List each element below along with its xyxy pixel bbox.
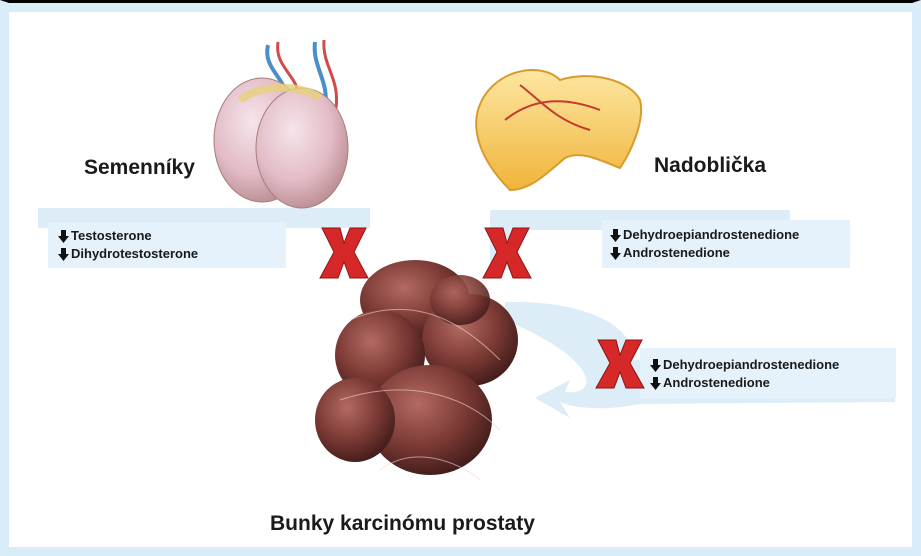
adrenal-illustration xyxy=(476,70,641,190)
down-arrow-icon xyxy=(610,229,621,242)
right-hormone-list: Dehydroepiandrostenedione Androstenedion… xyxy=(610,226,799,262)
red-x-icon xyxy=(320,228,368,278)
bottom-hormone-item: Androstenedione xyxy=(650,374,839,392)
left-hormone-text: Testosterone xyxy=(71,227,152,245)
testes-label: Semenníky xyxy=(84,156,195,180)
tumor-illustration xyxy=(315,260,518,480)
tumor-label: Bunky karcinómu prostaty xyxy=(270,512,535,536)
right-hormone-text: Androstenedione xyxy=(623,244,730,262)
bottom-hormone-text: Dehydroepiandrostenedione xyxy=(663,356,839,374)
down-arrow-icon xyxy=(650,377,661,390)
left-hormone-text: Dihydrotestosterone xyxy=(71,245,198,263)
right-hormone-item: Dehydroepiandrostenedione xyxy=(610,226,799,244)
bottom-hormone-text: Androstenedione xyxy=(663,374,770,392)
right-hormone-text: Dehydroepiandrostenedione xyxy=(623,226,799,244)
bottom-hormone-item: Dehydroepiandrostenedione xyxy=(650,356,839,374)
left-hormone-item: Testosterone xyxy=(58,227,198,245)
down-arrow-icon xyxy=(58,248,69,261)
adrenal-label: Nadoblička xyxy=(654,154,766,178)
down-arrow-icon xyxy=(610,247,621,260)
down-arrow-icon xyxy=(58,230,69,243)
bottom-hormone-list: Dehydroepiandrostenedione Androstenedion… xyxy=(650,356,839,392)
testes-illustration xyxy=(214,40,348,208)
right-hormone-item: Androstenedione xyxy=(610,244,799,262)
left-hormone-list: Testosterone Dihydrotestosterone xyxy=(58,227,198,263)
left-hormone-item: Dihydrotestosterone xyxy=(58,245,198,263)
down-arrow-icon xyxy=(650,359,661,372)
